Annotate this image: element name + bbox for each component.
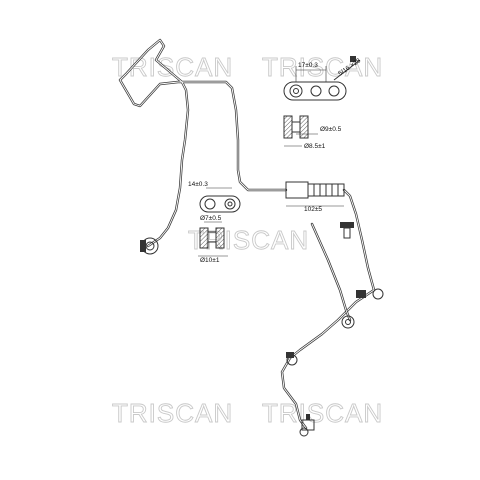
left-diam-outer-label: Ø10±1 bbox=[200, 257, 220, 264]
watermark-top-left: TRISCAN bbox=[112, 52, 233, 82]
flexible-hose: 102±5 bbox=[285, 181, 345, 213]
detail-left-plate: 14±0.3 bbox=[188, 181, 241, 213]
detail-top-section: Ø9±0.5 Ø8.5±1 bbox=[283, 115, 342, 150]
left-diam-inner-label: Ø7±0.5 bbox=[200, 215, 222, 222]
watermark-top-right: TRISCAN bbox=[262, 52, 383, 82]
detail-left-section: Ø7±0.5 Ø10±1 bbox=[198, 215, 228, 264]
watermark-bottom-right: TRISCAN bbox=[262, 398, 383, 428]
top-diam-outer-label: Ø8.5±1 bbox=[304, 143, 326, 150]
left-end-fitting bbox=[140, 237, 159, 255]
watermark-bottom-left: TRISCAN bbox=[112, 398, 233, 428]
detail-top-plate: 17±0.3 bbox=[283, 62, 347, 101]
brake-pipe bbox=[118, 38, 376, 430]
top-diam-inner-label: Ø9±0.5 bbox=[320, 126, 342, 133]
clip-fitting-1 bbox=[356, 288, 384, 300]
clip-fitting-2 bbox=[341, 315, 355, 329]
bottom-end-fitting bbox=[299, 414, 315, 437]
left-width-label: 14±0.3 bbox=[188, 181, 208, 188]
hose-length-label: 102±5 bbox=[304, 206, 322, 213]
top-width-label: 17±0.3 bbox=[298, 62, 318, 69]
bracket-fitting bbox=[286, 222, 354, 366]
